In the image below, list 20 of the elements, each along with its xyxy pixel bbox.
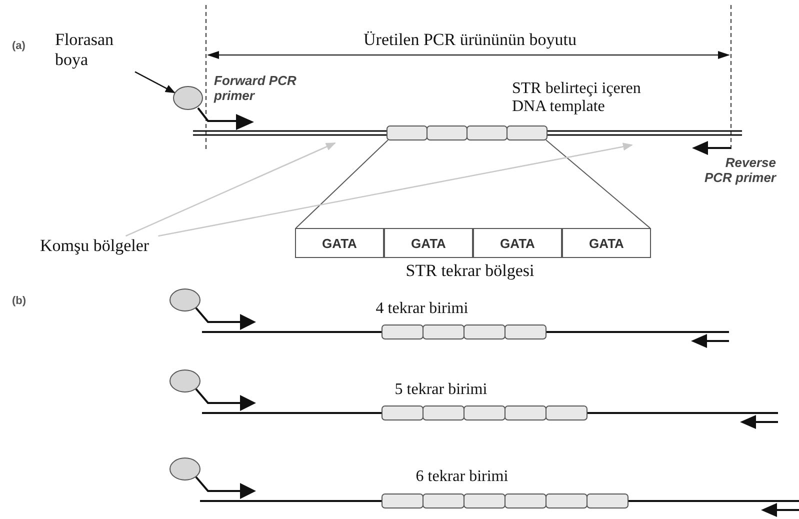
repeat-sequence: GATA (562, 228, 651, 258)
repeat-sequence: GATA (473, 228, 562, 258)
primer-label: Forward PCR primer (214, 74, 298, 104)
panel-label: (b) (12, 295, 26, 307)
repeat-sequence: GATA (384, 228, 473, 258)
pointer-arrow (158, 142, 633, 237)
leader-arrow (134, 71, 176, 94)
primer-label: Reverse PCR primer (703, 156, 776, 186)
dye-circle (173, 86, 203, 110)
callout-text: Komşu bölgeler (40, 236, 162, 258)
text-label: STR tekrar bölgesi (404, 261, 536, 281)
text-label: 6 tekrar birimi (414, 468, 510, 486)
callout-text: Florasan boya (55, 30, 135, 74)
panel-label: (a) (12, 40, 26, 52)
pointer-arrow (125, 142, 336, 237)
repeat-sequence: GATA (295, 228, 384, 258)
text-label: STR belirteçi içeren DNA template (512, 80, 642, 117)
text-label: Üretilen PCR ürününün boyutu (362, 30, 578, 50)
text-label: 5 tekrar birimi (394, 381, 488, 400)
text-label: 4 tekrar birimi (374, 300, 470, 318)
